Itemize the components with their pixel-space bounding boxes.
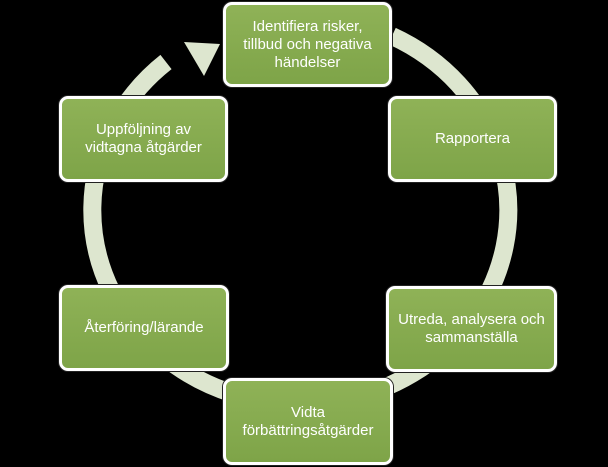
step-label-line: sammanställa — [425, 329, 518, 346]
step-label-line: Återföring/lärande — [84, 319, 204, 336]
step-label-line: tillbud och negativa — [243, 35, 372, 53]
step-take-action: Vidta förbättringsåtgärder — [223, 378, 393, 465]
step-label-line: Identifiera risker, — [252, 17, 363, 35]
step-identify-risks: Identifiera risker, tillbud och negativa… — [223, 2, 392, 87]
cycle-arrowhead — [184, 42, 220, 76]
step-label-line: vidtagna åtgärder — [85, 139, 202, 156]
step-label-line: Rapportera — [434, 130, 511, 147]
step-report: Rapportera — [388, 96, 557, 182]
step-label-line: Uppföljning av — [95, 121, 192, 138]
step-label-line: Vidta — [291, 403, 325, 421]
step-feedback-learning: Återföring/lärande — [59, 285, 229, 371]
step-investigate: Utreda, analysera och sammanställa — [386, 286, 557, 372]
step-follow-up: Uppföljning av vidtagna åtgärder — [59, 96, 228, 182]
step-label-line: Utreda, analysera och — [398, 311, 545, 328]
step-label-line: händelser — [274, 53, 341, 71]
step-label-line: förbättringsåtgärder — [242, 421, 374, 439]
